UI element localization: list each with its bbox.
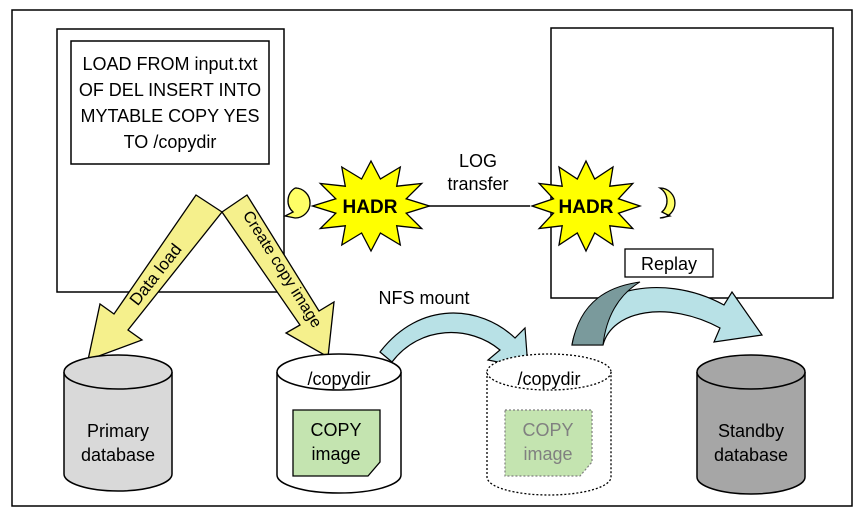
log-label: LOG (459, 151, 497, 171)
replay-arrow-shadow (571, 281, 641, 346)
copy-image-note-icon (292, 409, 381, 477)
command-line-2: OF DEL INSERT INTO (79, 80, 261, 100)
standby-db-line-2: database (714, 445, 788, 465)
transfer-label: transfer (447, 174, 508, 194)
standby-db-line-1: Standby (718, 421, 784, 441)
right-hadr-burst-icon (529, 159, 643, 253)
right-hadr-label: HADR (559, 197, 614, 218)
mounted-copy-image-line-2: image (523, 444, 572, 464)
nfs-mount-label: NFS mount (378, 288, 469, 308)
create-copy-arrow (221, 194, 335, 359)
primary-db-line-2: database (81, 445, 155, 465)
right-log-bubble-icon (657, 187, 676, 219)
mounted-copy-image-line-1: COPY (522, 420, 573, 440)
replay-box (624, 248, 714, 278)
copydir-label: /copydir (307, 369, 370, 389)
copy-image-line-2: image (311, 444, 360, 464)
standby-server-box (550, 27, 834, 299)
left-hadr-label: HADR (343, 197, 398, 218)
primary-database-cylinder (63, 354, 173, 492)
command-line-4: TO /copydir (124, 132, 217, 152)
primary-db-line-1: Primary (87, 421, 149, 441)
command-line-1: LOAD FROM input.txt (82, 54, 257, 74)
copy-image-line-1: COPY (310, 420, 361, 440)
nfs-mount-arrow (379, 312, 529, 369)
replay-label: Replay (641, 254, 697, 274)
command-box (70, 40, 270, 165)
command-line-3: MYTABLE COPY YES (80, 106, 259, 126)
mounted-copydir-label: /copydir (517, 369, 580, 389)
left-hadr-burst-icon (310, 159, 432, 253)
mounted-copy-image-note-icon (504, 409, 593, 477)
left-log-bubble-icon (283, 187, 311, 219)
standby-database-cylinder (696, 354, 806, 495)
data-load-arrow (87, 194, 223, 362)
